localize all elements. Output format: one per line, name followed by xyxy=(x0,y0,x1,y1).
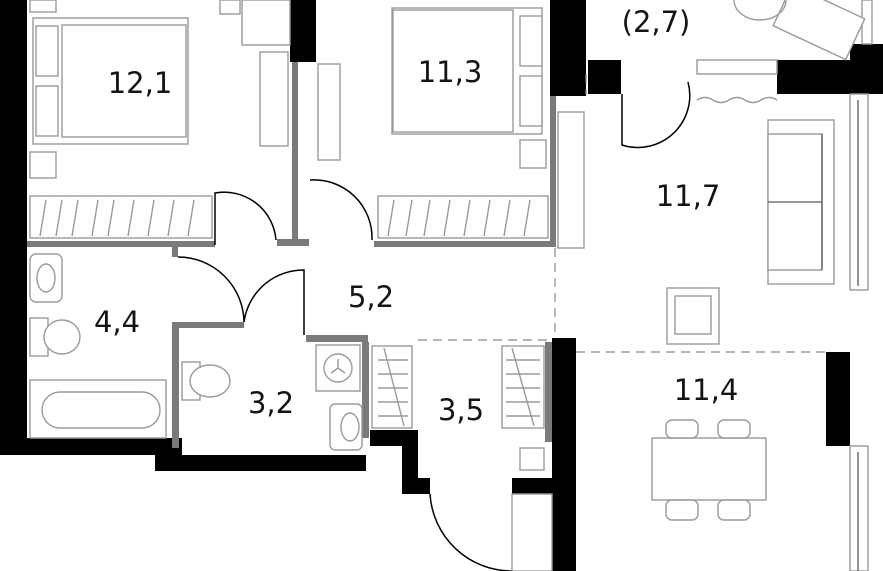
label-wardrobe: 3,5 xyxy=(438,393,484,427)
label-balcony: (2,7) xyxy=(622,5,691,39)
bed-bedroom-2 xyxy=(391,7,547,169)
label-hallway: 5,2 xyxy=(348,280,394,314)
bed-bedroom-1 xyxy=(29,0,189,179)
doors xyxy=(177,81,691,571)
toilet-fixtures xyxy=(181,344,363,451)
label-kitchen: 11,4 xyxy=(674,373,739,407)
kitchen-counter xyxy=(511,493,553,571)
partitions xyxy=(27,62,556,448)
wardrobe-shelves xyxy=(371,345,545,471)
wardrobe-bedroom-1 xyxy=(29,195,213,239)
desk-bedroom-1 xyxy=(219,0,291,147)
label-living-room: 11,7 xyxy=(656,179,721,213)
label-bedroom-2: 11,3 xyxy=(418,55,483,89)
sofa xyxy=(767,119,835,285)
cabinet-hall xyxy=(317,63,585,249)
bathroom-fixtures xyxy=(29,253,167,439)
label-bedroom-1: 12,1 xyxy=(108,66,173,100)
dining-table xyxy=(651,419,767,521)
armchair xyxy=(666,287,720,345)
zone-lines xyxy=(418,74,826,353)
wardrobe-bedroom-2 xyxy=(377,195,549,239)
label-toilet: 3,2 xyxy=(248,386,294,420)
balcony-furniture xyxy=(696,0,866,104)
label-bathroom: 4,4 xyxy=(94,305,140,339)
room-labels: 12,1 11,3 (2,7) 11,7 5,2 4,4 3,2 3,5 11,… xyxy=(94,5,738,427)
windows xyxy=(849,0,873,571)
